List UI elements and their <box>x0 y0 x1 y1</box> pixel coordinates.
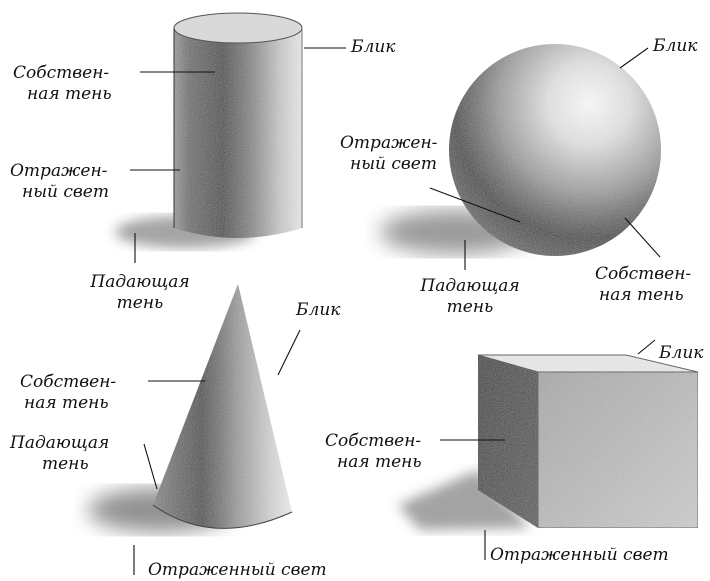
sphere-reflected-line2: ный свет <box>340 154 437 175</box>
cone-body <box>153 284 292 528</box>
cone-cast-line1: Падающая <box>10 433 109 454</box>
leader-cone-cast <box>144 444 157 489</box>
cylinder-top <box>174 13 302 43</box>
cylinder-cast-line2: тень <box>80 293 200 314</box>
sphere-body <box>449 44 661 256</box>
cube-own-shadow-line1: Собствен- <box>325 431 422 452</box>
leader-sph-own-shadow <box>625 218 660 257</box>
sphere-reflected-line1: Отражен- <box>340 133 437 154</box>
sphere-highlight-text: Блик <box>653 36 697 57</box>
leader-sph-highlight <box>620 48 648 68</box>
sphere-cast-shadow-label: Падающая тень <box>408 276 532 318</box>
cone-cast-line2: тень <box>10 454 109 475</box>
sphere-reflected-light-label: Отражен- ный свет <box>340 133 437 175</box>
leader-cube-highlight <box>638 340 655 354</box>
sphere-cast-line1: Падающая <box>408 276 532 297</box>
sphere-own-shadow-line2: ная тень <box>595 285 691 306</box>
cone-highlight-label: Блик <box>296 300 340 321</box>
sphere-highlight-label: Блик <box>653 36 697 57</box>
cube-reflected-light-label: Отраженный свет <box>490 545 669 566</box>
cube-highlight-text: Блик <box>659 343 703 364</box>
cylinder-figure <box>115 13 302 248</box>
sphere-own-shadow-line1: Собствен- <box>595 264 691 285</box>
leader-cone-highlight <box>278 330 300 375</box>
cube-own-shadow-label: Собствен- ная тень <box>325 431 422 473</box>
cone-figure <box>88 284 292 532</box>
cube-own-shadow-line2: ная тень <box>325 452 422 473</box>
cone-reflected-light-label: Отраженный свет <box>148 560 327 581</box>
sphere-own-shadow-label: Собствен- ная тень <box>595 264 691 306</box>
cone-cast-shadow-label: Падающая тень <box>10 433 109 475</box>
cylinder-cast-shadow-label: Падающая тень <box>80 272 200 314</box>
cube-figure <box>398 355 698 530</box>
cylinder-reflected-light-label: Отражен- ный свет <box>10 161 109 203</box>
cylinder-highlight-label: Блик <box>351 37 395 58</box>
cube-highlight-label: Блик <box>659 343 703 364</box>
cylinder-own-shadow-label: Собствен- ная тень <box>13 63 112 105</box>
cone-own-shadow-line2: ная тень <box>20 393 116 414</box>
cone-own-shadow-line1: Собствен- <box>20 372 116 393</box>
cylinder-highlight-text: Блик <box>351 37 395 58</box>
sphere-cast-line2: тень <box>408 297 532 318</box>
cylinder-own-shadow-line1: Собствен- <box>13 63 112 84</box>
cylinder-body <box>174 30 302 238</box>
cone-reflected-text: Отраженный свет <box>148 560 327 581</box>
cylinder-reflected-line2: ный свет <box>10 182 109 203</box>
cylinder-reflected-line1: Отражен- <box>10 161 109 182</box>
cube-reflected-text: Отраженный свет <box>490 545 669 566</box>
cone-highlight-text: Блик <box>296 300 340 321</box>
cube-side-face <box>538 372 698 528</box>
cone-own-shadow-label: Собствен- ная тень <box>20 372 116 414</box>
cylinder-own-shadow-line2: ная тень <box>13 84 112 105</box>
cylinder-cast-line1: Падающая <box>80 272 200 293</box>
